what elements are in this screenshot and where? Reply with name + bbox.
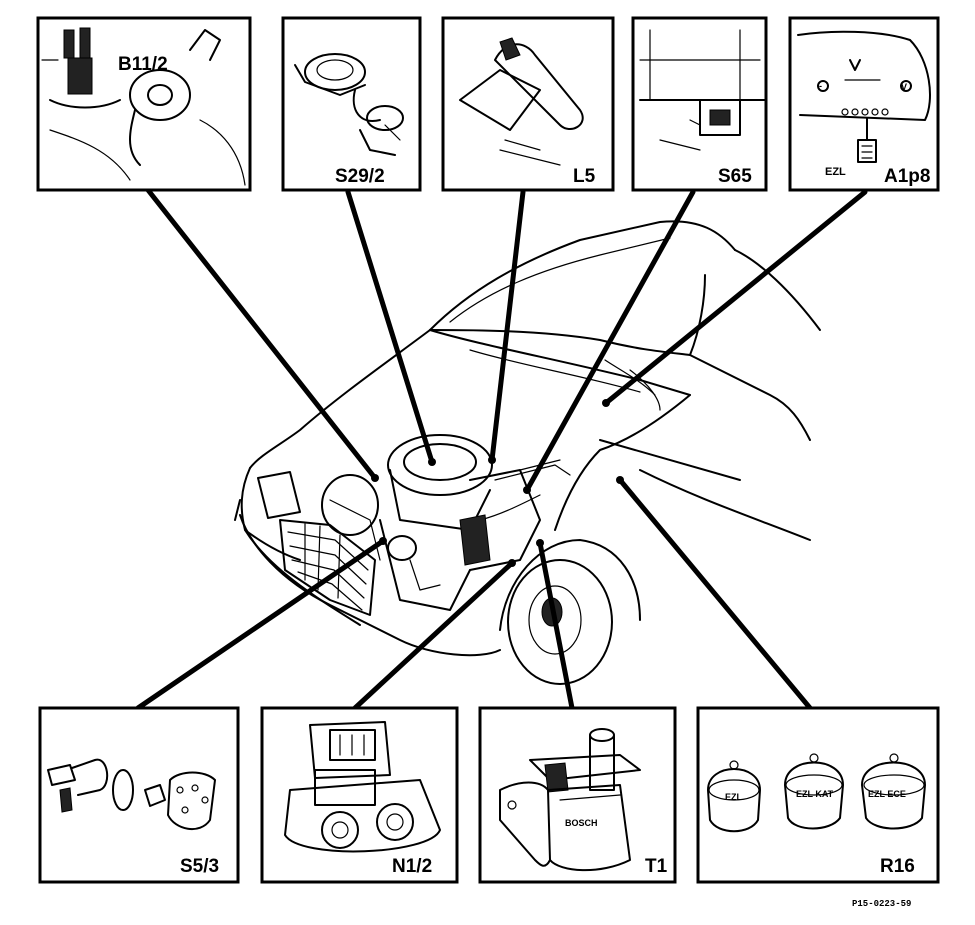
inset-label-b11-2: B11/2: [118, 54, 168, 75]
leader-lines: [135, 187, 868, 711]
leader-a1p8: [603, 189, 868, 406]
inset-label-s29-2: S29/2: [335, 166, 385, 187]
inset-b11-2: B11/2: [36, 16, 252, 192]
inset-label-s65: S65: [718, 166, 752, 187]
leader-t1: [537, 540, 575, 711]
inset-label-t1: T1: [645, 856, 668, 877]
leader-s5-3: [135, 538, 386, 711]
throttle-switch-illustration: [294, 53, 404, 156]
cap-label-3: EZL ECE: [868, 789, 906, 799]
inset-sublabel-ezl: EZL: [825, 166, 846, 178]
inset-s5-3: S5/3: [38, 706, 240, 884]
dial-letter: V: [901, 82, 907, 92]
temperature-sensor-illustration: [41, 27, 246, 186]
cap-1: [707, 760, 761, 833]
leader-l5: [489, 189, 526, 463]
inset-label-l5: L5: [573, 166, 596, 187]
cap-3: [861, 753, 926, 830]
coding-plugs-illustration: [707, 753, 926, 833]
distributor-parts-illustration: [47, 758, 216, 830]
instrument-cluster-illustration: - V: [797, 30, 931, 163]
cap-2: [784, 753, 844, 830]
figure-id: P15-0223-59: [852, 899, 911, 909]
leader-n1-2: [352, 560, 515, 711]
inset-s29-2: S29/2: [281, 16, 422, 192]
coil-maker-label: BOSCH: [565, 818, 598, 828]
leader-s29-2: [345, 189, 435, 465]
leader-r16: [617, 477, 813, 711]
ignition-module-illustration: [284, 721, 441, 853]
inset-r16: EZL EZL KAT EZL ECE R16: [696, 706, 940, 884]
speed-sensor-illustration: [459, 37, 584, 166]
inset-l5: L5: [441, 16, 615, 192]
switch-s65-illustration: [639, 29, 766, 151]
leader-b11-2: [145, 187, 378, 481]
inset-label-s5-3: S5/3: [180, 856, 219, 877]
inset-label-a1p8: A1p8: [884, 166, 930, 187]
inset-label-n1-2: N1/2: [392, 856, 432, 877]
cluster-mark: -: [819, 81, 822, 91]
inset-t1: BOSCH T1: [478, 706, 677, 884]
car-illustration: [234, 220, 821, 685]
cap-label-1: EZL: [725, 792, 743, 802]
inset-a1p8: - V EZL A1p8: [788, 16, 940, 192]
leader-s65: [524, 189, 696, 493]
inset-n1-2: N1/2: [260, 706, 459, 884]
ignition-coil-illustration: BOSCH: [499, 728, 641, 872]
cap-label-2: EZL KAT: [796, 789, 834, 799]
inset-s65: S65: [631, 16, 768, 192]
inset-label-r16: R16: [880, 856, 915, 877]
